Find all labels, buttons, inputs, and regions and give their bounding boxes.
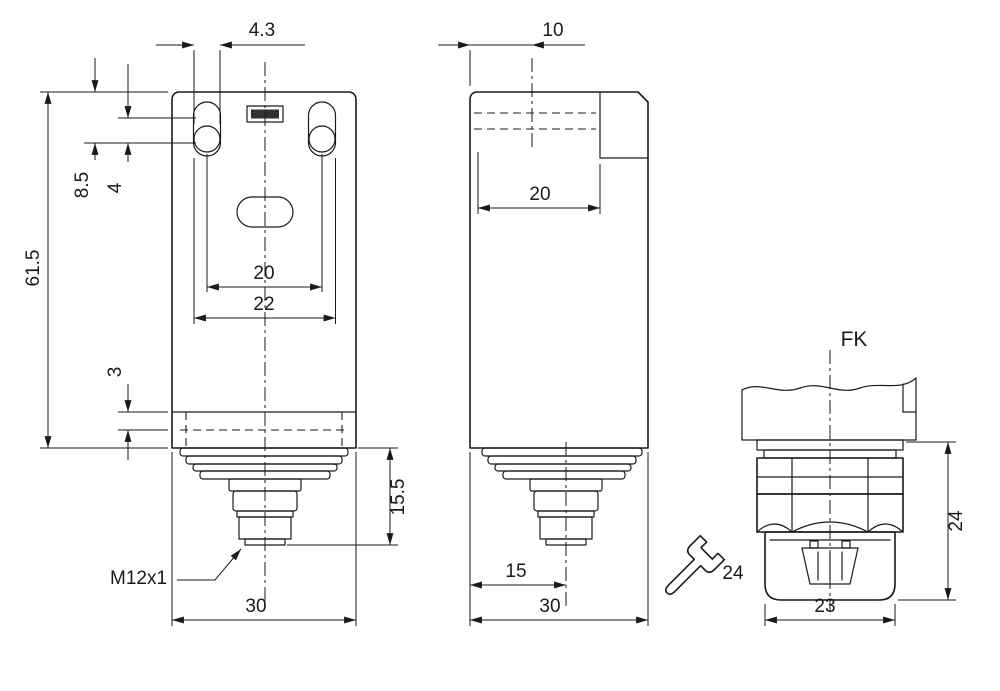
side-flange-2 [487, 455, 637, 465]
dim-20-side-label: 20 [529, 184, 550, 205]
dim-30-front-label: 30 [245, 596, 266, 617]
dim-8-5-label: 8.5 [72, 172, 93, 198]
thread-callout: M12x1 [110, 548, 242, 589]
dim-10-label: 10 [542, 20, 563, 41]
dim-connector-offset: 15 [470, 561, 566, 589]
detail-cap [764, 531, 896, 601]
detail-break-line [741, 377, 917, 391]
dim-hole-diameter: 4.3 [156, 20, 305, 124]
detail-view-fk: FK 24 [665, 328, 967, 626]
dim-slot-offset-4: 4 [105, 64, 196, 193]
front-right-slot-hole [308, 125, 336, 153]
thread-label: M12x1 [110, 568, 167, 589]
dim-connector-height: 15.5 [287, 447, 409, 546]
dim-hole-centers: 20 [206, 154, 323, 292]
dim-inner-depth: 20 [477, 152, 601, 214]
dim-24-label: 24 [946, 510, 967, 532]
dim-22-label: 22 [253, 294, 274, 315]
dim-15-5-label: 15.5 [388, 479, 409, 516]
detail-view-label: FK [841, 328, 868, 351]
front-flange-1 [179, 447, 349, 457]
dim-gland-height: 24 [898, 441, 967, 601]
dim-3-label: 3 [105, 367, 126, 378]
dim-body-depth: 30 [469, 452, 649, 626]
dim-61-5-label: 61.5 [23, 250, 44, 287]
side-flange-4 [502, 470, 626, 480]
front-left-slot-hole [193, 125, 221, 153]
front-body-outline [171, 91, 357, 449]
side-flange-3 [494, 463, 632, 472]
dim-slot-outer: 22 [193, 158, 336, 324]
side-view: 10 20 15 30 [438, 20, 649, 626]
dim-4-3-label: 4.3 [249, 20, 275, 41]
wrench-icon [665, 534, 726, 595]
dim-20-front-label: 20 [253, 263, 274, 284]
dim-head-depth: 10 [438, 20, 585, 86]
side-flange-1 [481, 447, 643, 457]
dim-4-label: 4 [105, 182, 126, 193]
front-flange-2 [185, 455, 343, 465]
side-body-outline [469, 91, 649, 449]
front-view: 4.3 8.5 4 61.5 20 [23, 20, 409, 626]
dim-base-plate: 3 [105, 367, 168, 460]
dim-slot-offset-8-5: 8.5 [40, 58, 196, 198]
dim-body-height: 61.5 [23, 92, 168, 449]
dim-cap-width: 23 [764, 596, 896, 626]
detail-clip [801, 547, 859, 585]
dim-23-label: 23 [814, 596, 835, 617]
dim-15-label: 15 [505, 561, 526, 582]
dim-30-side-label: 30 [539, 596, 560, 617]
wrench-size-label: 24 [722, 563, 744, 584]
dim-body-width-front: 30 [171, 452, 357, 626]
